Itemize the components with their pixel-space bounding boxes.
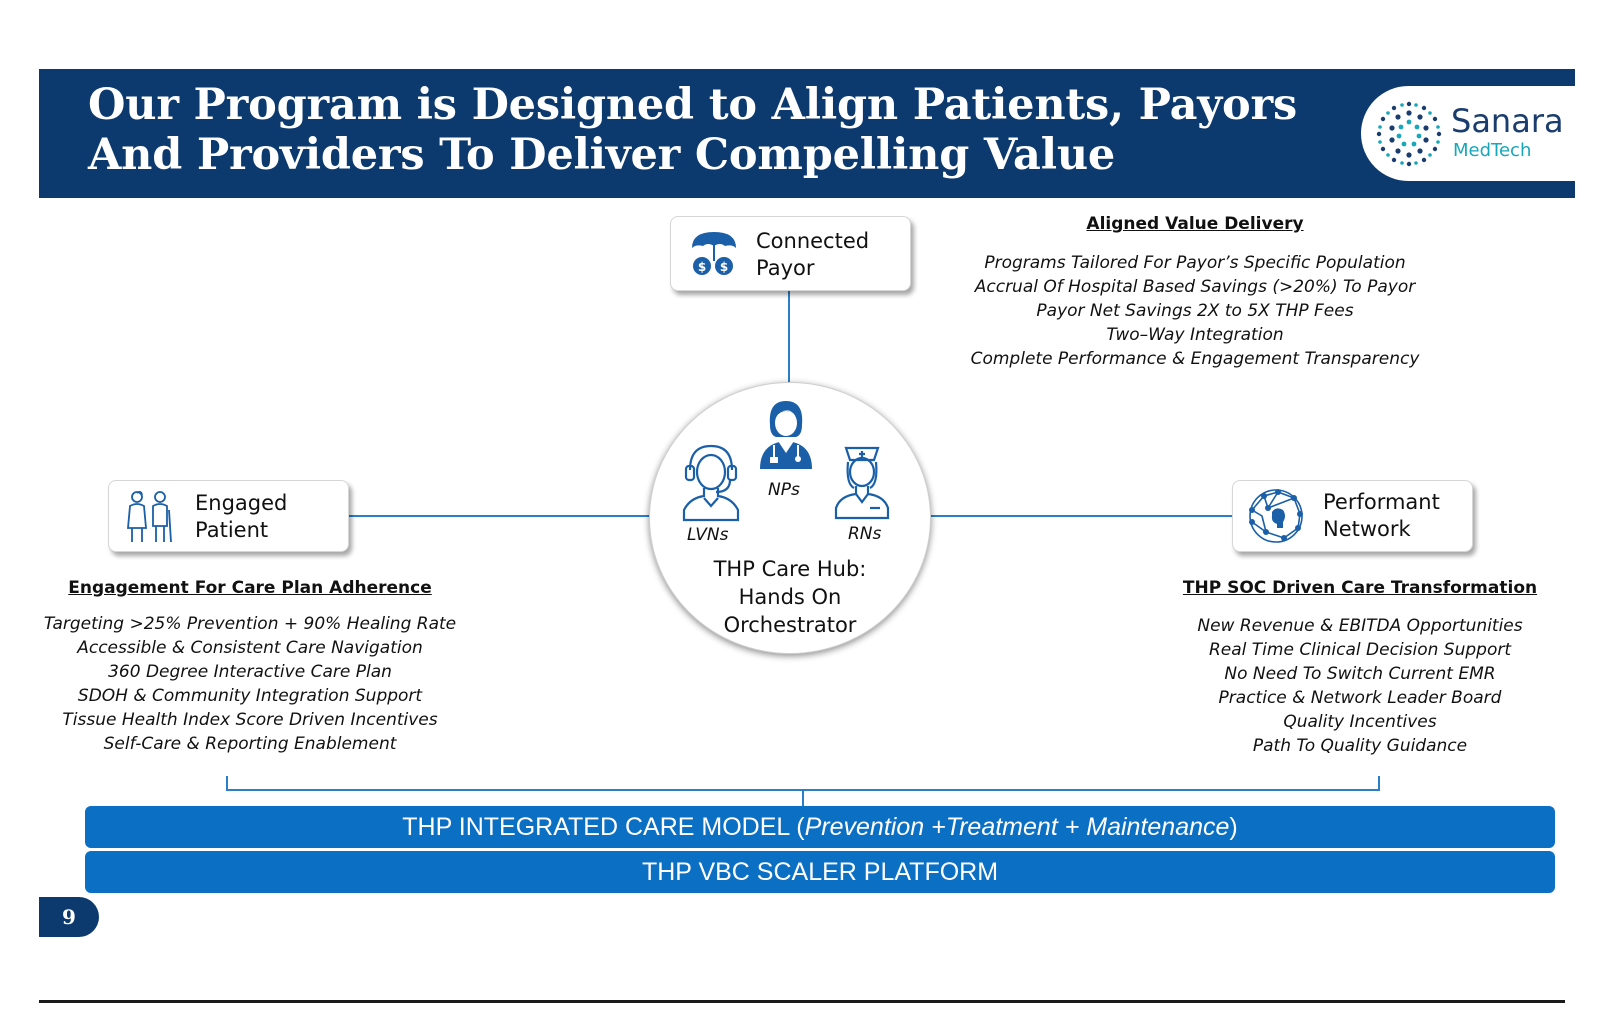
integrated-care-emphasis: Prevention +Treatment + Maintenance bbox=[804, 813, 1230, 841]
list-item: Targeting >25% Prevention + 90% Healing … bbox=[43, 614, 457, 634]
aligned-value-list: Programs Tailored For Payor’s Specific P… bbox=[960, 251, 1430, 371]
engaged-patient-label: Engaged Patient bbox=[195, 491, 288, 542]
list-item: Self-Care & Reporting Enablement bbox=[103, 734, 397, 754]
list-item: New Revenue & EBITDA Opportunities bbox=[1197, 616, 1523, 636]
svg-text:$: $ bbox=[720, 260, 728, 274]
couple-icon bbox=[127, 490, 172, 543]
list-item: No Need To Switch Current EMR bbox=[1224, 664, 1496, 684]
role-label-nps: NPs bbox=[768, 480, 800, 500]
list-item: Complete Performance & Engagement Transp… bbox=[970, 349, 1420, 369]
logo-subtitle: MedTech bbox=[1453, 140, 1532, 161]
list-item: Path To Quality Guidance bbox=[1252, 736, 1468, 756]
list-item: Accessible & Consistent Care Navigation bbox=[77, 638, 423, 658]
list-item: Quality Incentives bbox=[1283, 712, 1437, 732]
engaged-patient-box bbox=[108, 480, 349, 552]
performant-network-label: Performant Network bbox=[1323, 490, 1440, 541]
sanara-dots-logo bbox=[1376, 101, 1442, 167]
footer-divider bbox=[39, 1000, 1565, 1003]
aligned-value-heading: Aligned Value Delivery bbox=[1086, 214, 1304, 234]
connector-patient-hub bbox=[346, 515, 651, 517]
bracket-connector bbox=[226, 776, 1380, 806]
list-item: Payor Net Savings 2X to 5X THP Fees bbox=[1036, 301, 1354, 321]
vbc-scaler-platform-bar: THP VBC SCALER PLATFORM bbox=[85, 851, 1555, 893]
connector-hub-network bbox=[928, 515, 1232, 517]
list-item: Tissue Health Index Score Driven Incenti… bbox=[62, 710, 438, 730]
list-item: SDOH & Community Integration Support bbox=[77, 686, 423, 706]
svg-text:$: $ bbox=[698, 260, 706, 274]
connector-payor-hub bbox=[788, 290, 790, 384]
list-item: Practice & Network Leader Board bbox=[1218, 688, 1502, 708]
slide-title: Our Program is Designed to Align Patient… bbox=[88, 80, 1297, 180]
integrated-care-suffix: ) bbox=[1229, 813, 1238, 841]
role-label-lvns: LVNs bbox=[687, 525, 729, 545]
care-hub-title: THP Care Hub: Hands On Orchestrator bbox=[713, 557, 867, 637]
logo-name: Sanara bbox=[1451, 102, 1564, 140]
soc-transformation-list: New Revenue & EBITDA Opportunities Real … bbox=[1140, 614, 1580, 758]
umbrella-money-icon: $ $ bbox=[692, 232, 736, 275]
headset-agent-icon bbox=[682, 444, 740, 522]
page-number: 9 bbox=[39, 897, 99, 937]
connected-payor-box bbox=[670, 216, 911, 291]
nurse-practitioner-icon bbox=[760, 401, 812, 469]
list-item: Programs Tailored For Payor’s Specific P… bbox=[984, 253, 1406, 273]
integrated-care-model-bar: THP INTEGRATED CARE MODEL (Prevention +T… bbox=[85, 806, 1555, 848]
list-item: Two–Way Integration bbox=[1106, 325, 1284, 345]
role-label-rns: RNs bbox=[848, 524, 882, 544]
engagement-list: Targeting >25% Prevention + 90% Healing … bbox=[30, 612, 470, 756]
connected-payor-label: Connected Payor bbox=[756, 229, 870, 280]
title-banner bbox=[39, 69, 1575, 198]
list-item: 360 Degree Interactive Care Plan bbox=[108, 662, 392, 682]
list-item: Accrual Of Hospital Based Savings (>20%)… bbox=[974, 277, 1416, 297]
list-item: Real Time Clinical Decision Support bbox=[1208, 640, 1512, 660]
integrated-care-prefix: THP INTEGRATED CARE MODEL ( bbox=[402, 813, 805, 841]
nurse-icon bbox=[834, 446, 890, 520]
soc-transformation-heading: THP SOC Driven Care Transformation bbox=[1182, 578, 1538, 598]
company-logo: Sanara MedTech bbox=[1361, 86, 1600, 181]
engagement-heading: Engagement For Care Plan Adherence bbox=[68, 578, 432, 598]
network-brain-icon bbox=[1249, 489, 1303, 543]
